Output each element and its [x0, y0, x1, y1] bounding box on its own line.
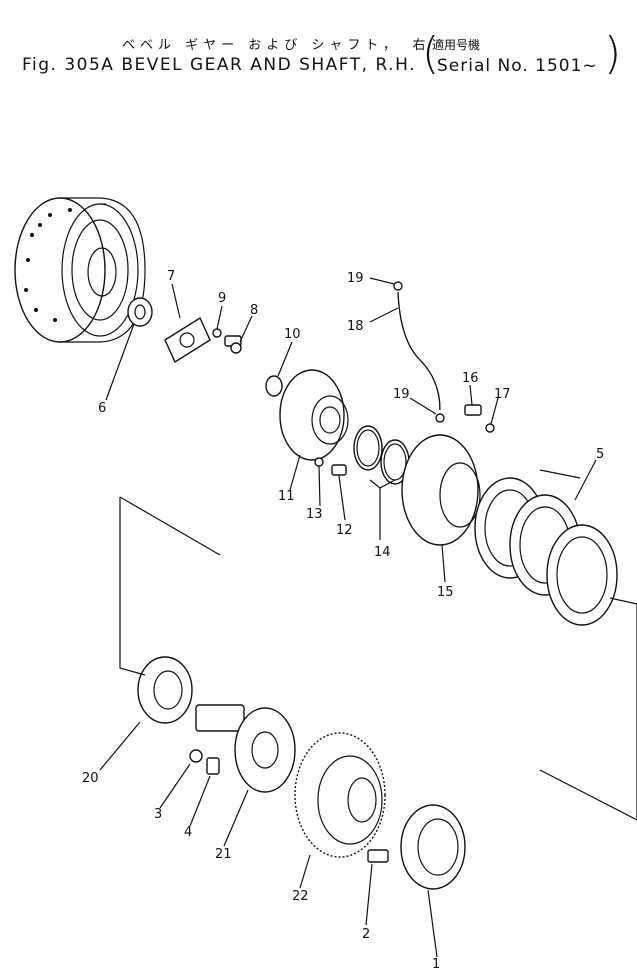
- callout-4: 4: [184, 825, 192, 840]
- callout-3: 3: [154, 807, 162, 822]
- part-16-bolt: [464, 404, 482, 416]
- part-11-cage: [279, 369, 349, 461]
- serial-number: Serial No. 1501~: [437, 56, 598, 76]
- part-7-lock-plate: [164, 316, 211, 364]
- part-2-bolt: [367, 849, 389, 863]
- part-19-fitting-top: [393, 281, 403, 291]
- callout-19-top: 19: [347, 271, 364, 286]
- callout-19-bottom: 19: [393, 387, 410, 402]
- part-21-shaft: [195, 704, 296, 793]
- part-13-washer: [314, 457, 324, 467]
- callout-12: 12: [336, 523, 353, 538]
- callout-15: 15: [437, 585, 454, 600]
- callout-11: 11: [278, 489, 295, 504]
- part-9-washer: [212, 328, 222, 338]
- callout-14: 14: [374, 545, 391, 560]
- part-12-bolt: [331, 464, 347, 476]
- part-15-housing: [401, 434, 481, 546]
- figure-title-japanese: ベベル ギヤー および シャフト， 右: [122, 38, 431, 53]
- part-17-washer: [485, 423, 495, 433]
- part-20-bearing: [137, 656, 193, 724]
- drum-gear: [14, 197, 146, 343]
- part-19-fitting-bottom: [435, 413, 445, 423]
- callout-1: 1: [432, 957, 440, 968]
- part-3-nut: [189, 749, 203, 763]
- part-10-seal: [265, 375, 283, 397]
- callout-7: 7: [167, 269, 175, 284]
- callout-18: 18: [347, 319, 364, 334]
- callout-10: 10: [284, 327, 301, 342]
- callout-13: 13: [306, 507, 323, 522]
- assembly-bracket-5: [539, 469, 581, 479]
- callout-9: 9: [218, 291, 226, 306]
- callout-2: 2: [362, 927, 370, 942]
- callout-20: 20: [82, 771, 99, 786]
- right-parenthesis: ): [604, 28, 622, 79]
- part-14-o-rings: [353, 425, 410, 485]
- part-4-bolt: [206, 757, 220, 775]
- figure-title: Fig. 305A BEVEL GEAR AND SHAFT, R.H.: [22, 55, 416, 75]
- part-18-pipe: [397, 291, 441, 411]
- assembly-line-left-top: [119, 496, 221, 556]
- part-6-nut: [127, 297, 153, 327]
- part-1-bearing: [400, 804, 466, 890]
- part-8-bolt: [224, 335, 242, 354]
- callout-6: 6: [98, 401, 106, 416]
- assembly-line-right: [539, 597, 637, 821]
- part-22-bevel-gear: [294, 732, 386, 858]
- callout-17: 17: [494, 387, 511, 402]
- serial-label-japanese: 適用号機: [432, 38, 481, 52]
- assembly-line-left: [119, 497, 146, 676]
- callout-21: 21: [215, 847, 232, 862]
- callout-16: 16: [462, 371, 479, 386]
- callout-5: 5: [596, 447, 604, 462]
- callout-22: 22: [292, 889, 309, 904]
- callout-8: 8: [250, 303, 258, 318]
- part-5-shims: [474, 477, 618, 626]
- left-parenthesis: (: [422, 28, 440, 79]
